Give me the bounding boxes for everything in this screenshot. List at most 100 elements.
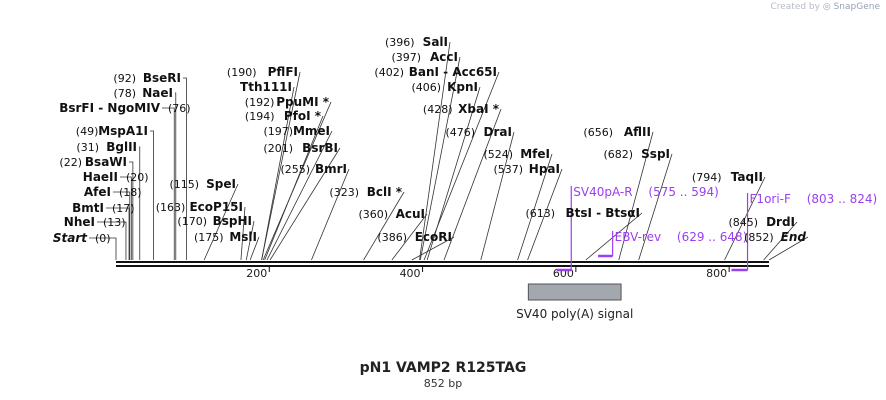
site-name[interactable]: MmeI — [293, 124, 330, 138]
watermark-prefix: Created by — [770, 2, 820, 12]
site-lines — [89, 41, 809, 261]
site-name[interactable]: HpaI — [529, 162, 560, 176]
site-leader-line — [97, 221, 127, 260]
site-leader-line — [89, 237, 117, 260]
site-leader-line — [245, 220, 255, 261]
site-position: (0) — [95, 232, 111, 245]
site-position: (386) — [377, 231, 407, 244]
site-leader-line — [129, 161, 134, 260]
site-name[interactable]: MspA1I — [98, 124, 148, 138]
site-name[interactable]: BanI - Acc65I — [409, 65, 497, 79]
site-position: (476) — [446, 126, 476, 139]
site-name[interactable]: PflFI — [268, 65, 298, 79]
site-name[interactable]: PpuMI * — [276, 95, 330, 109]
site-position: (524) — [484, 148, 514, 161]
site-leader-line — [183, 77, 187, 260]
site-name[interactable]: AccI — [430, 50, 458, 64]
site-name[interactable]: AflII — [624, 125, 651, 139]
site-position: (115) — [170, 178, 200, 191]
site-leader-line — [139, 146, 141, 260]
primer-label[interactable]: EBV-rev (629 .. 648) — [615, 230, 748, 244]
site-name[interactable]: End — [781, 230, 807, 244]
site-leader-line — [480, 131, 515, 261]
site-name[interactable]: XbaI * — [458, 102, 500, 116]
site-name[interactable]: SpeI — [206, 177, 236, 191]
site-position: (163) — [156, 201, 186, 214]
site-name[interactable]: BspHI — [213, 214, 252, 228]
site-position: (255) — [281, 163, 311, 176]
site-name[interactable]: BseRI — [143, 71, 181, 85]
site-position: (845) — [729, 216, 759, 229]
site-position: (360) — [359, 208, 389, 221]
site-name[interactable]: NheI — [64, 215, 95, 229]
site-name[interactable]: KpnI — [447, 80, 478, 94]
features: SV40 poly(A) signal — [516, 283, 633, 321]
site-leader-line — [261, 71, 301, 261]
site-position: (396) — [385, 36, 415, 49]
site-leader-line — [175, 92, 177, 260]
site-position: (170) — [177, 215, 207, 228]
site-position: (190) — [227, 66, 257, 79]
site-position: (78) — [114, 87, 137, 100]
site-leader-line — [724, 176, 766, 261]
site-leader-line — [120, 176, 132, 260]
site-name[interactable]: BclI * — [367, 185, 403, 199]
site-leader-line — [638, 153, 673, 261]
site-name[interactable]: PfoI * — [284, 109, 322, 123]
primers: SV40pA-R (575 .. 594) EBV-rev (629 .. 648… — [556, 185, 878, 272]
feature-label: SV40 poly(A) signal — [516, 307, 633, 321]
site-name[interactable]: MfeI — [520, 147, 550, 161]
site-name[interactable]: BmtI — [72, 201, 104, 215]
site-leader-line — [203, 183, 239, 261]
site-name[interactable]: SalI — [423, 35, 448, 49]
site-position: (428) — [423, 103, 453, 116]
site-name[interactable]: SspI — [641, 147, 670, 161]
site-leader-line — [264, 115, 324, 261]
site-name[interactable]: BsrBI — [302, 141, 338, 155]
feature-bar[interactable] — [527, 283, 622, 301]
site-name[interactable]: BsaWI — [85, 155, 127, 169]
site-leader-line — [768, 236, 809, 261]
site-name[interactable]: MslI — [229, 230, 257, 244]
ruler-tick-label: 200 — [246, 267, 267, 280]
site-name[interactable]: DraI — [484, 125, 512, 139]
primer-label[interactable]: F1ori-F (803 .. 824) — [750, 192, 878, 206]
site-position: (613) — [526, 207, 556, 220]
watermark-brand: SnapGene — [833, 2, 880, 12]
site-name[interactable]: BglII — [106, 140, 137, 154]
site-name[interactable]: AfeI — [84, 185, 111, 199]
site-name[interactable]: DrdI — [766, 215, 795, 229]
site-name[interactable]: BmrI — [315, 162, 347, 176]
dna-backbone — [116, 261, 769, 267]
primer-label[interactable]: SV40pA-R (575 .. 594) — [573, 185, 719, 199]
site-name[interactable]: NaeI — [142, 86, 173, 100]
site-leader-line — [249, 236, 260, 261]
site-name[interactable]: EcoP15I — [189, 200, 243, 214]
site-name[interactable]: Start — [53, 231, 88, 245]
site-name[interactable]: BsrFI - NgoMIV — [59, 101, 160, 115]
site-leader-line — [113, 191, 131, 260]
site-position: (682) — [604, 148, 634, 161]
site-leader-line — [266, 130, 333, 261]
site-name[interactable]: BtsI - BtsαI — [565, 206, 640, 220]
site-name[interactable]: TaqII — [731, 170, 763, 184]
site-position: (852) — [744, 231, 774, 244]
site-position: (175) — [194, 231, 224, 244]
site-name[interactable]: HaeII — [83, 170, 118, 184]
site-leader-line — [419, 41, 451, 261]
site-name[interactable]: Tth111I — [240, 80, 292, 94]
site-name[interactable]: AcuI — [396, 207, 425, 221]
site-name[interactable]: EcoRI — [415, 230, 452, 244]
site-position: (13) — [103, 216, 126, 229]
ruler-tick-label: 400 — [400, 267, 421, 280]
site-labels: Start(0)NheI(13)BmtI(17)AfeI(18)HaeII(20… — [53, 35, 807, 245]
site-position: (656) — [583, 126, 613, 139]
site-position: (323) — [329, 186, 359, 199]
site-leader-line — [391, 213, 428, 261]
plasmid-length: 852 bp — [423, 377, 463, 390]
site-position: (406) — [412, 81, 442, 94]
site-leader-line — [763, 221, 798, 261]
site-leader-line — [269, 147, 341, 261]
